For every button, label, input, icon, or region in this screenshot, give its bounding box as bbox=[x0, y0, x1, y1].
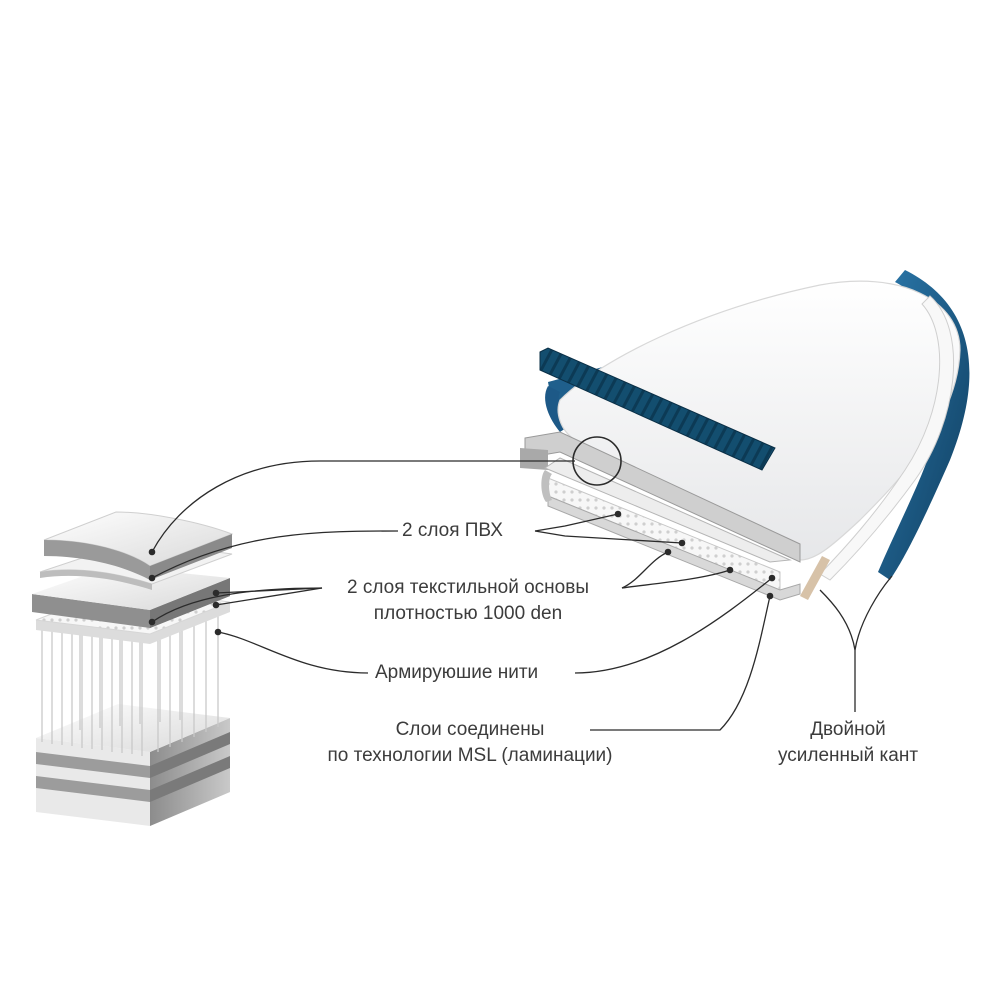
label-reinforcing-threads: Армируюшие нити bbox=[375, 662, 539, 683]
leader-dots bbox=[148, 510, 776, 636]
label-pvc-layers: 2 слоя ПВХ bbox=[402, 520, 503, 541]
label-edge-line2: усиленный кант bbox=[777, 745, 919, 766]
material-layer-stack bbox=[32, 511, 234, 826]
bottom-layer-block bbox=[36, 704, 230, 826]
label-double-edge: Двойной усиленный кант bbox=[758, 717, 938, 769]
label-msl-lamination: Слои соединены по технологии MSL (ламина… bbox=[300, 717, 640, 769]
deck-pad bbox=[539, 347, 776, 471]
label-edge-line1: Двойной bbox=[810, 719, 886, 740]
label-msl-line1: Слои соединены bbox=[395, 719, 545, 740]
textile-layer-2 bbox=[32, 566, 230, 628]
label-textile-layers: 2 слоя текстильной основы плотностью 100… bbox=[318, 575, 618, 627]
leader-lines bbox=[151, 460, 893, 731]
label-textile-line2: плотностью 1000 den bbox=[373, 603, 563, 624]
label-textile-line1: 2 слоя текстильной основы bbox=[347, 577, 589, 598]
sup-board-cutaway bbox=[520, 270, 970, 601]
label-msl-line2: по технологии MSL (ламинации) bbox=[327, 745, 613, 766]
